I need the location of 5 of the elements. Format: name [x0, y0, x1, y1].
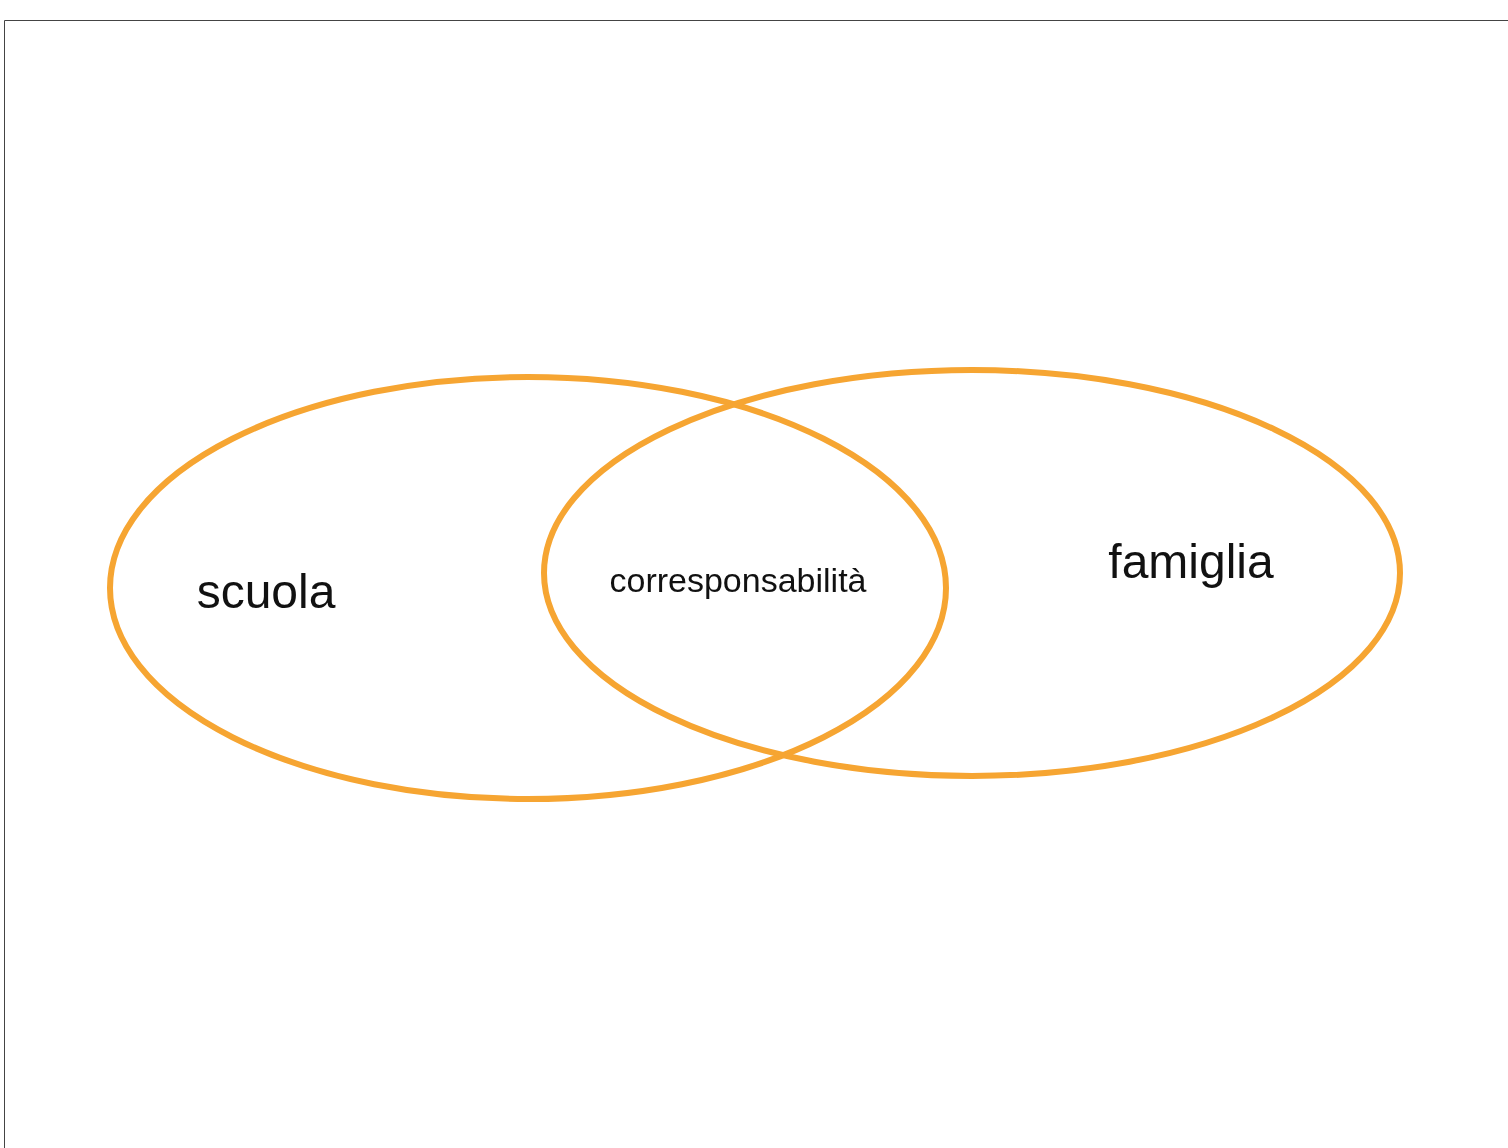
overlap-label: corresponsabilità [609, 563, 867, 597]
set-label: famiglia [1108, 538, 1274, 586]
set-label: scuola [196, 568, 336, 616]
venn-ellipse [110, 377, 946, 799]
venn-ellipse [544, 370, 1400, 776]
